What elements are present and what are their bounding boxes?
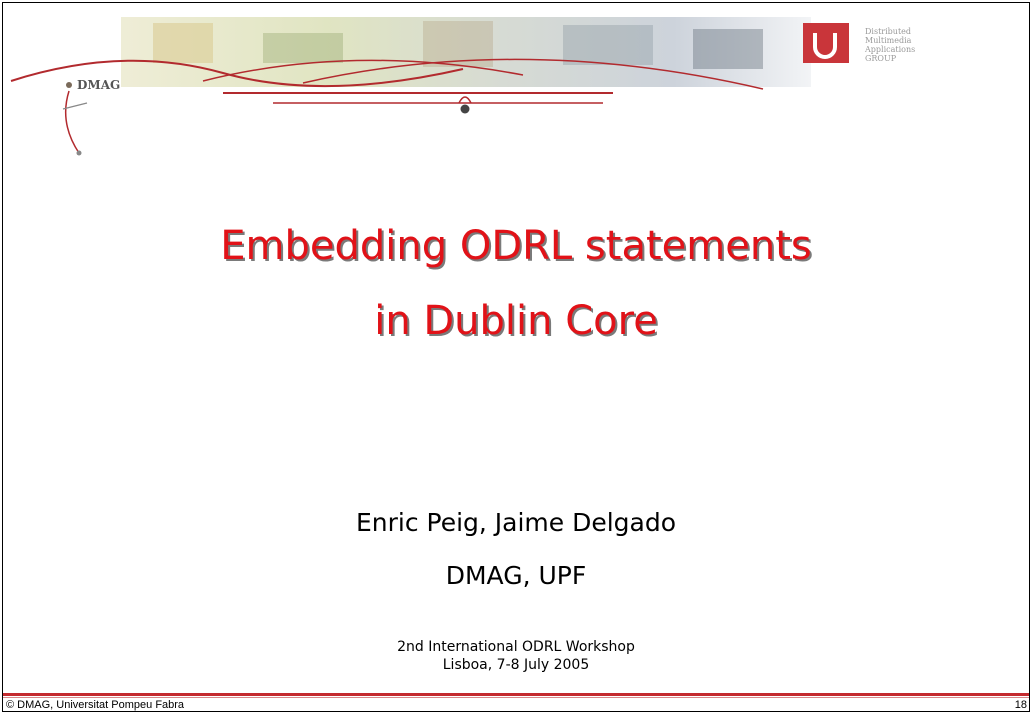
organization: DMAG, UPF xyxy=(445,561,587,590)
slide-title-line-1: Embedding ODRL statements xyxy=(220,223,812,269)
workshop-location-date: Lisboa, 7-8 July 2005 xyxy=(442,657,590,673)
swoosh-line xyxy=(10,59,464,88)
page-number: 18 xyxy=(1014,699,1027,711)
slide-title-line-2: in Dublin Core xyxy=(374,298,658,344)
footer-divider xyxy=(3,693,1029,696)
dmag-banner-graphic: DMAG xyxy=(10,17,849,156)
workshop-info: 2nd International ODRL Workshop Lisboa, … xyxy=(3,638,1029,674)
footer-divider-thin xyxy=(3,697,1029,698)
group-name-text: Distributed Multimedia Applications GROU… xyxy=(865,27,916,63)
dmag-logo-text: DMAG xyxy=(77,78,120,92)
authors: Enric Peig, Jaime Delgado xyxy=(355,508,677,537)
copyright-text: © DMAG, Universitat Pompeu Fabra xyxy=(6,699,185,711)
workshop-name: 2nd International ODRL Workshop xyxy=(397,639,635,655)
node-dot xyxy=(460,104,470,114)
logo-dot xyxy=(66,82,72,88)
